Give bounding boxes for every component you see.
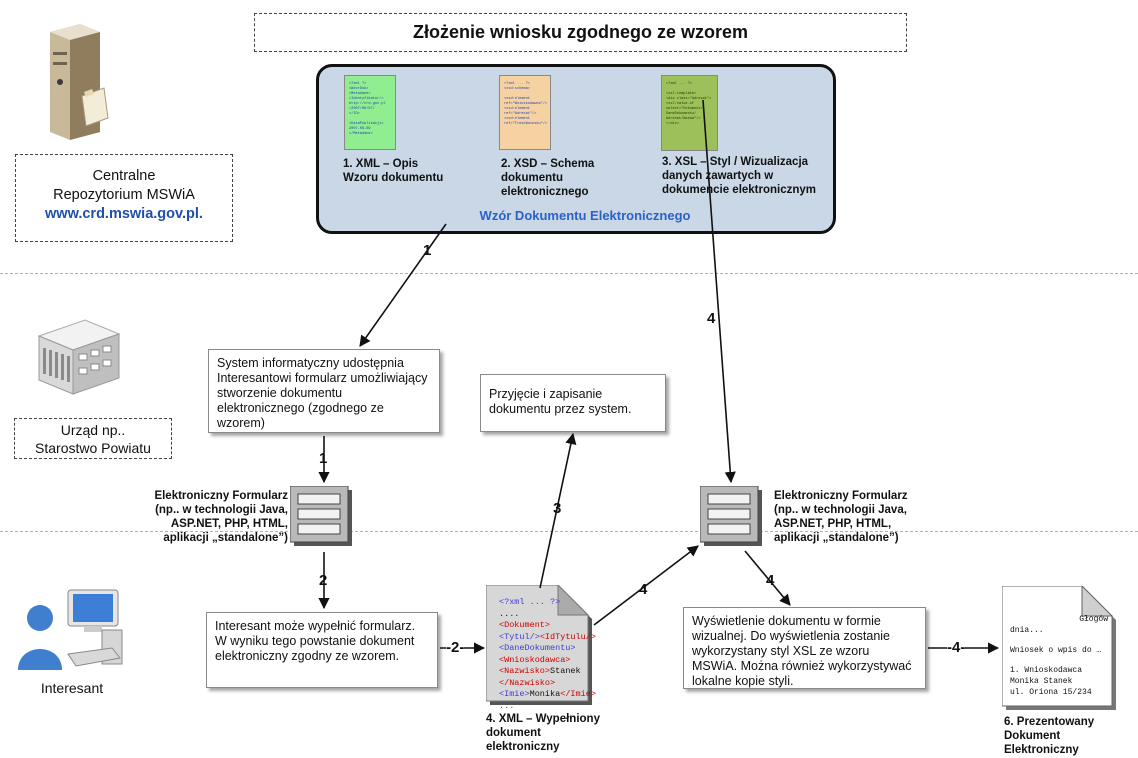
xsl-template-caption: 3. XSL – Styl / Wizualizacja danych zawa… <box>662 156 817 196</box>
presented-doc-shape <box>1002 586 1116 710</box>
filled-xml-code: <?xml ... ?> .... <Dokument> <Tytul/><Id… <box>499 597 596 711</box>
step-number-4-xml-to-form: 4 <box>639 581 648 598</box>
server-icon <box>50 24 109 140</box>
office-line-2: Starostwo Powiatu <box>35 440 151 456</box>
presented-doc-caption: 6. Prezentowany Dokument Elektroniczny <box>1004 716 1095 756</box>
xml-template-doc-icon: <?xml ?><WzorDok><Metadane><Identyfikato… <box>344 75 396 150</box>
office-building-icon <box>37 319 121 395</box>
xsl-template-doc-icon: <?xml ... ?><xsl:template><div class="ad… <box>661 75 718 151</box>
accept-save-box: Przyjęcie i zapisanie dokumentu przez sy… <box>480 374 666 432</box>
electronic-form-label-right: Elektroniczny Formularz (np.. w technolo… <box>774 490 908 544</box>
xsd-template-caption: 2. XSD – Schema dokumentu elektroniczneg… <box>501 158 595 198</box>
filled-xml-caption: 4. XML – Wypełniony dokument elektronicz… <box>486 713 600 753</box>
repository-line-2: Repozytorium MSWiA <box>53 187 195 203</box>
office-label-box: Urząd np.. Starostwo Powiatu <box>14 418 172 459</box>
template-panel-label: Wzór Dokumentu Elektronicznego <box>479 208 691 223</box>
separator-line-bottom <box>0 531 1138 532</box>
presented-doc-text: Głogów dnia... Wniosek o wpis do … 1. Wn… <box>1010 615 1108 697</box>
xml-template-caption: 1. XML – Opis Wzoru dokumentu <box>343 158 444 184</box>
fill-form-box: Interesant może wypełnić formularz. W wy… <box>206 612 438 688</box>
arrow-1-template-to-system <box>359 223 447 347</box>
repository-url: www.crd.mswia.gov.pl. <box>45 206 203 222</box>
arrow-4-xml-to-form <box>593 545 699 626</box>
applicant-user-icon <box>18 589 123 670</box>
step-number-1-middle: 1 <box>319 450 328 467</box>
electronic-form-label-left: Elektroniczny Formularz (np.. w technolo… <box>154 490 288 544</box>
diagram-title: Złożenie wniosku zgodnego ze wzorem <box>412 22 749 42</box>
step-number-4-template: 4 <box>707 310 716 327</box>
arrow-3-xml-to-accept <box>539 432 577 589</box>
display-document-box: Wyświetlenie dokumentu w formie wizualne… <box>683 607 926 689</box>
filled-xml-doc-shape <box>486 585 592 705</box>
template-panel <box>316 64 836 234</box>
electronic-form-icon-left <box>290 486 352 546</box>
applicant-label: Interesant <box>40 680 104 696</box>
separator-line-top <box>0 273 1138 274</box>
arrow-4-xsl-to-form <box>702 99 736 484</box>
office-line-1: Urząd np.. <box>60 422 126 438</box>
step-number-3: 3 <box>553 500 562 517</box>
repository-line-1: Centralne <box>92 168 156 184</box>
diagram-title-box: Złożenie wniosku zgodnego ze wzorem <box>254 13 907 52</box>
step-number-2-down: 2 <box>319 572 328 589</box>
repository-label-box: Centralne Repozytorium MSWiA www.crd.msw… <box>15 154 233 242</box>
step-number-4-display-to-presented: -4- <box>947 639 966 656</box>
arrow-4-form-to-display <box>744 550 791 606</box>
system-info-box: System informatyczny udostępnia Interesa… <box>208 349 440 433</box>
step-number-2-right: -2- <box>446 639 465 656</box>
step-number-1-top: 1 <box>423 242 432 259</box>
electronic-form-icon-right <box>700 486 762 546</box>
step-number-4-form-to-display: 4 <box>766 572 775 589</box>
